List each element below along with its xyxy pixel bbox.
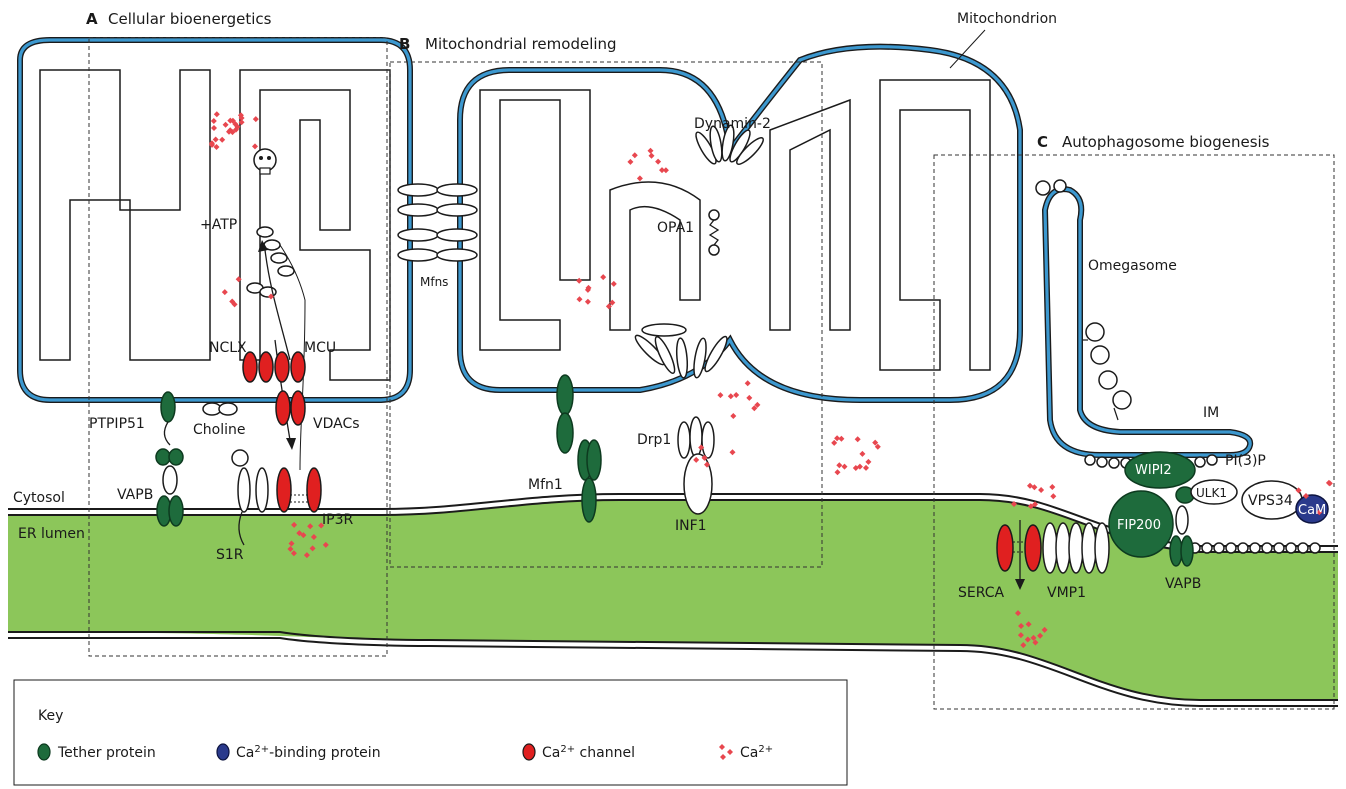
fip200-label: FIP200	[1117, 518, 1161, 533]
calcium-ion	[1038, 487, 1044, 493]
calcium-ion	[1049, 484, 1055, 490]
ptpip51-vapb-tether	[156, 392, 183, 526]
key-channel-label: Ca2+ channel	[542, 744, 635, 761]
calcium-ion	[728, 393, 734, 399]
calcium-ion	[730, 413, 736, 419]
vdacs-label: VDACs	[313, 416, 360, 432]
er-lumen-label: ER lumen	[18, 526, 85, 542]
calcium-ion	[831, 440, 837, 446]
calcium-ion	[842, 464, 848, 470]
calcium-ion	[730, 449, 736, 455]
calcium-ion	[717, 392, 723, 398]
vapb-c-label: VAPB	[1165, 576, 1201, 592]
nclx-label: NCLX	[209, 340, 247, 356]
mcu-label: MCU	[304, 340, 336, 356]
calcium-ion	[859, 451, 865, 457]
atp-label: +ATP	[200, 217, 237, 233]
mfn1-label: Mfn1	[528, 477, 563, 493]
er-beads	[1190, 543, 1320, 553]
serca-label: SERCA	[958, 585, 1005, 601]
calcium-ion	[746, 395, 752, 401]
wipi2-label: WIPI2	[1135, 463, 1172, 478]
ptpip51-label: PTPIP51	[89, 416, 145, 432]
calcium-ion	[835, 469, 841, 475]
ulk1-label: ULK1	[1196, 486, 1227, 500]
opa1-label: OPA1	[657, 220, 694, 236]
vmp1	[1043, 523, 1109, 573]
panel-a-title: Cellular bioenergetics	[108, 10, 272, 28]
vapb-a-label: VAPB	[117, 487, 153, 503]
panel-a-letter: A	[86, 10, 98, 28]
calcium-ion	[1050, 493, 1056, 499]
dynamin2-label: Dynamin-2	[694, 116, 771, 132]
calcium-ion	[855, 436, 861, 442]
calcium-ion	[733, 392, 739, 398]
pi3p-label: PI(3)P	[1225, 453, 1266, 469]
calcium-ion	[834, 435, 840, 441]
key-channel-swatch	[523, 744, 535, 760]
s1r-label: S1R	[216, 547, 244, 563]
vmp1-label: VMP1	[1047, 585, 1086, 601]
mitochondrion-b	[460, 47, 1020, 400]
calcium-ion	[836, 462, 842, 468]
panel-b-title: Mitochondrial remodeling	[425, 35, 617, 53]
key-ca-binding-swatch	[217, 744, 229, 760]
choline-molecule	[203, 403, 237, 415]
im-label: IM	[1203, 405, 1219, 421]
ip3r-label: IP3R	[322, 512, 353, 528]
key-tether-swatch	[38, 744, 50, 760]
mitochondrion-label: Mitochondrion	[957, 11, 1057, 27]
panel-c-title: Autophagosome biogenesis	[1062, 133, 1270, 151]
omegasome-label: Omegasome	[1088, 258, 1177, 274]
vps34-label: VPS34	[1248, 493, 1293, 509]
choline-label: Choline	[193, 422, 245, 438]
key-title: Key	[38, 708, 63, 724]
mfns-label: Mfns	[420, 275, 448, 289]
inf1-label: INF1	[675, 518, 707, 534]
calcium-ion	[863, 465, 869, 471]
key-legend: Key Tether protein Ca2+-binding protein …	[14, 680, 847, 785]
cam-label: CaM	[1298, 503, 1326, 518]
calcium-ion	[745, 380, 751, 386]
calcium-ion	[865, 459, 871, 465]
key-tether-label: Tether protein	[57, 745, 156, 761]
cytosol-label: Cytosol	[13, 490, 65, 506]
drp1-label: Drp1	[637, 432, 671, 448]
panel-c-letter: C	[1037, 133, 1048, 151]
panel-b-letter: B	[399, 35, 410, 53]
